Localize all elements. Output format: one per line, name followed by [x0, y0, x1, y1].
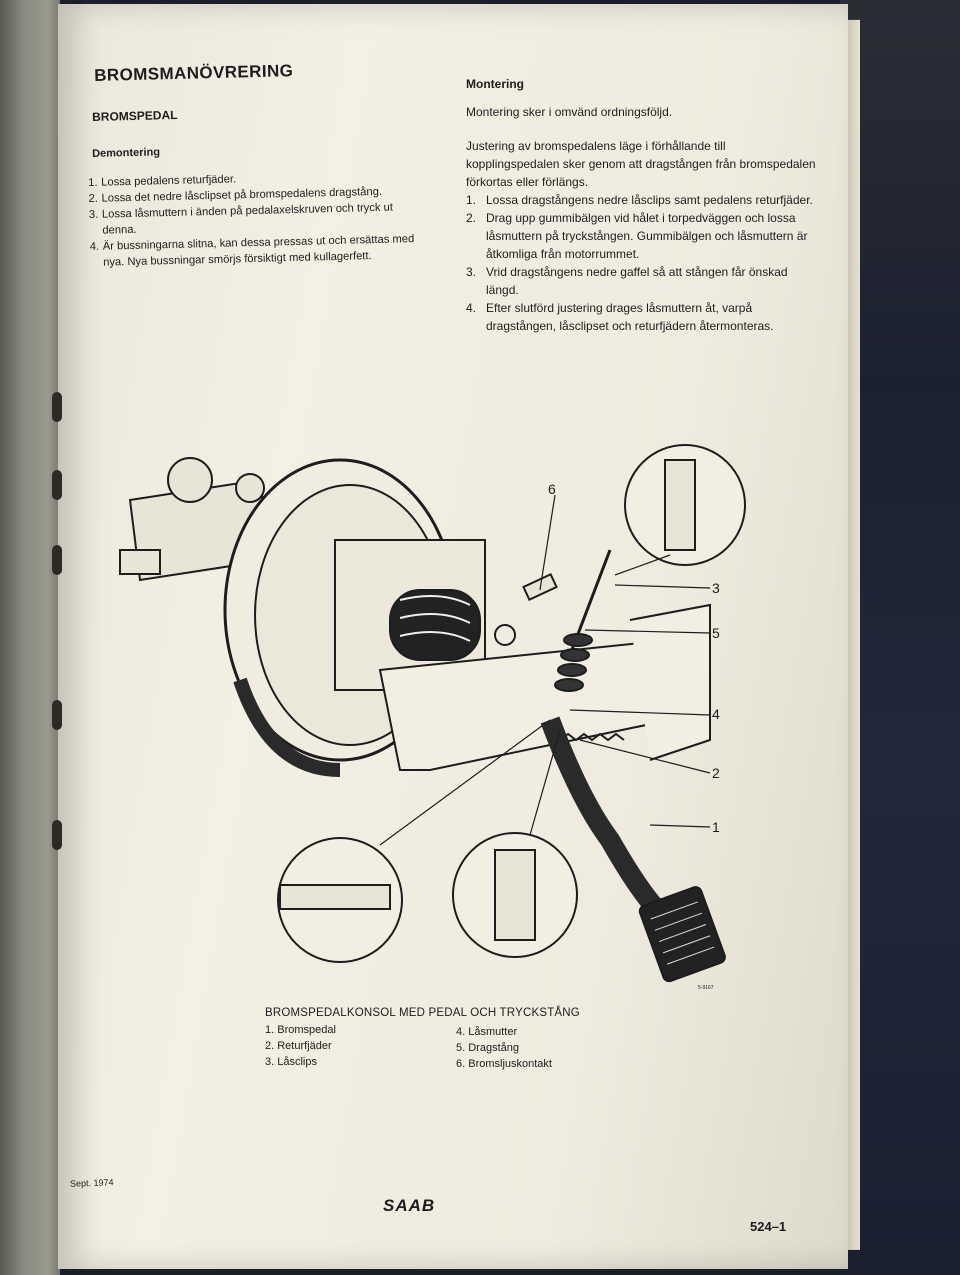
legend-item: 5. Dragstång: [456, 1042, 519, 1054]
list-item: 2. Drag upp gummibälgen vid hålet i torpe…: [466, 209, 816, 263]
step-number: 2.: [466, 211, 477, 225]
binder-hole: [52, 470, 62, 500]
adjustment-steps: 1. Lossa dragstångens nedre låsclips samt…: [466, 191, 816, 335]
background-fabric: [840, 0, 960, 1275]
assembly-intro: Montering sker i omvänd ordningsföljd.: [466, 105, 673, 119]
step-number: 2.: [88, 192, 99, 205]
legend-left: 1. Bromspedal 2. Returfjäder 3. Låsclips: [265, 1022, 336, 1070]
callout-5: 5: [712, 625, 720, 641]
pedal-pad: [638, 886, 726, 983]
list-item: 1. Lossa dragstångens nedre låsclips samt…: [466, 191, 816, 209]
step-number: 3.: [88, 208, 99, 221]
legend-right: 4. Låsmutter 5. Dragstång 6. Bromsljusko…: [456, 1024, 552, 1072]
figure-code: 5-9167: [698, 985, 714, 991]
callout-1: 1: [712, 819, 720, 835]
binder-hole: [52, 700, 62, 730]
legend-item: 1. Bromspedal: [265, 1024, 336, 1036]
step-text: Lossa pedalens returfjäder.: [101, 173, 237, 189]
legend-item: 4. Låsmutter: [456, 1026, 518, 1038]
page-number: 524–1: [750, 1219, 787, 1234]
legend-item: 3. Låsclips: [265, 1056, 317, 1068]
brake-pedal-diagram: [119, 444, 746, 983]
step-text: Lossa låsmuttern i änden på pedalaxelskr…: [101, 201, 394, 237]
legend-item: 2. Returfjäder: [265, 1040, 332, 1052]
step-text: Drag upp gummibälgen vid hålet i torpedv…: [486, 211, 808, 261]
binder-hole: [52, 392, 62, 422]
step-number: 3.: [466, 265, 477, 279]
binder-hole: [52, 545, 62, 575]
legend-item: 6. Bromsljuskontakt: [456, 1058, 552, 1070]
assembly-heading: Montering: [466, 77, 524, 91]
adjustment-paragraph: Justering av bromspedalens läge i förhål…: [466, 139, 816, 189]
step-number: 1.: [466, 193, 477, 207]
step-text: Är bussningarna slitna, kan dessa pressa…: [102, 233, 415, 269]
figure-caption: BROMSPEDALKONSOL MED PEDAL OCH TRYCKSTÅN…: [265, 1007, 580, 1019]
assembly-column: Montering Montering sker i omvänd ordnin…: [466, 75, 816, 335]
step-number: 1.: [88, 176, 98, 189]
callout-3: 3: [712, 580, 720, 596]
section-subtitle: BROMSPEDAL: [92, 107, 178, 124]
callout-4: 4: [712, 706, 720, 722]
removal-steps: 1.Lossa pedalens returfjäder. 2.Lossa de…: [88, 167, 420, 271]
list-item: 4. Efter slutförd justering drages låsmut…: [466, 299, 816, 335]
binder-hole: [52, 820, 62, 850]
step-number: 4.: [89, 240, 100, 253]
brand-logo: SAAB: [383, 1196, 436, 1215]
list-item: 3. Vrid dragstångens nedre gaffel så att …: [466, 263, 816, 299]
step-text: Vrid dragstångens nedre gaffel så att st…: [486, 265, 788, 297]
step-text: Lossa dragstångens nedre låsclips samt p…: [486, 193, 813, 207]
pushrod-spring: [389, 589, 516, 661]
book-left-page-edge: [0, 0, 60, 1275]
footer-date: Sept. 1974: [69, 1177, 114, 1189]
callout-2: 2: [712, 765, 720, 781]
step-number: 4.: [466, 301, 477, 315]
removal-heading: Demontering: [92, 146, 161, 160]
callout-6: 6: [548, 481, 556, 497]
step-text: Efter slutförd justering drages låsmutte…: [486, 301, 774, 333]
